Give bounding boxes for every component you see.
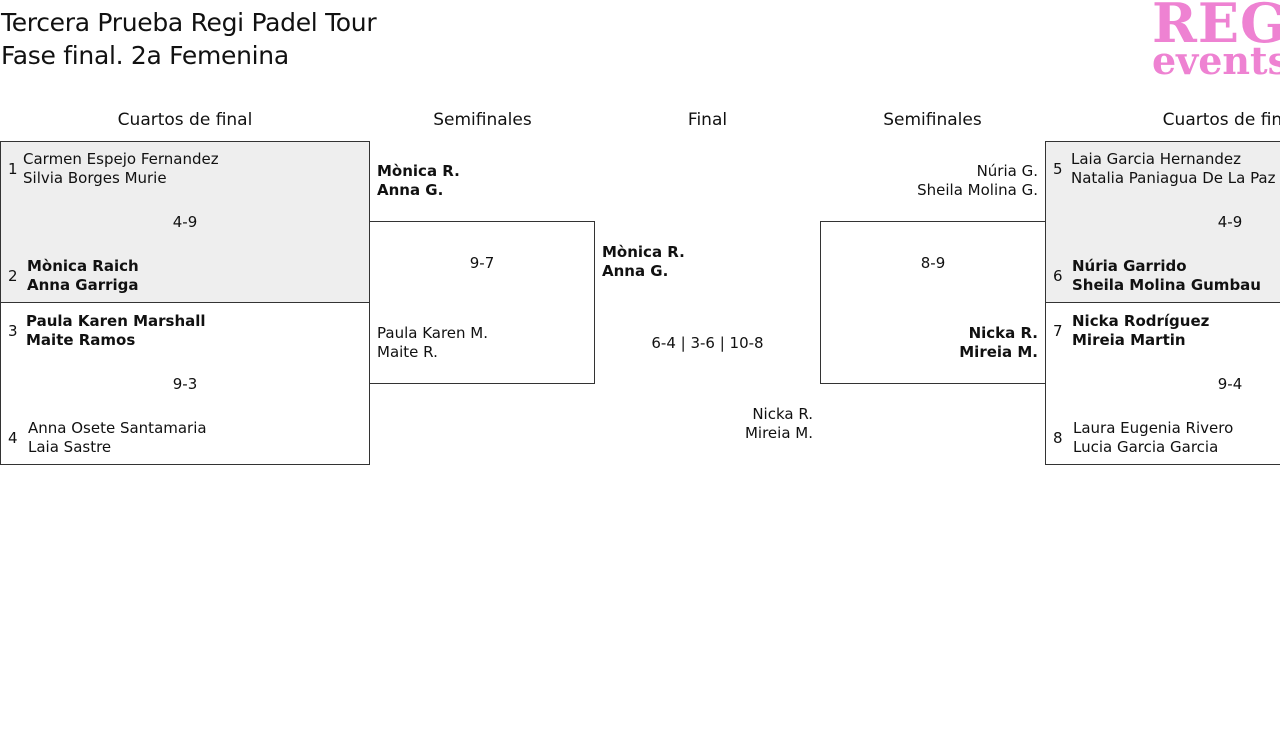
- seed-number: 7: [1053, 322, 1063, 340]
- player-name: Paula Karen M.: [377, 324, 489, 342]
- player-name: Mireia M.: [959, 343, 1038, 361]
- seed-number: 8: [1053, 429, 1063, 447]
- player-name: Núria Garrido: [1072, 257, 1187, 275]
- seed-number: 2: [8, 267, 18, 285]
- player-name: Sheila Molina G.: [917, 181, 1038, 199]
- seed-number: 5: [1053, 160, 1063, 178]
- match-score: 4-9: [1217, 213, 1243, 231]
- match-score: 8-9: [920, 254, 946, 272]
- seed-number: 1: [8, 160, 18, 178]
- final-score: 6-4 | 3-6 | 10-8: [651, 334, 764, 352]
- regi-events-logo: REGI events: [1152, 0, 1280, 80]
- team-pair-winner: Mònica Raich Anna Garriga: [27, 257, 139, 295]
- semifinal-right-team-a: Núria G. Sheila Molina G.: [840, 162, 1038, 200]
- team-pair: Laia Garcia Hernandez Natalia Paniagua D…: [1071, 150, 1276, 188]
- player-name: Nicka R.: [968, 324, 1038, 342]
- round-header-final: Final: [687, 110, 728, 130]
- round-header-left-quarters: Cuartos de final: [117, 110, 253, 130]
- player-name: Laura Eugenia Rivero: [1073, 419, 1234, 437]
- final-team-b: Nicka R. Mireia M.: [640, 405, 813, 443]
- player-name: Mireia Martin: [1072, 331, 1186, 349]
- seed-number: 3: [8, 322, 18, 340]
- player-name: Mònica R.: [602, 243, 685, 261]
- player-name: Anna G.: [602, 262, 669, 280]
- player-name: Paula Karen Marshall: [26, 312, 206, 330]
- logo-text-events: events: [1152, 38, 1280, 83]
- team-pair-winner: Nicka Rodríguez Mireia Martin: [1072, 312, 1209, 350]
- player-name: Sheila Molina Gumbau: [1072, 276, 1261, 294]
- player-name: Natalia Paniagua De La Paz: [1071, 169, 1276, 187]
- player-name: Anna G.: [377, 181, 444, 199]
- final-team-a: Mònica R. Anna G.: [602, 243, 685, 281]
- round-header-right-quarters: Cuartos de final: [1162, 110, 1280, 130]
- player-name: Mònica Raich: [27, 257, 139, 275]
- semifinal-right-team-b: Nicka R. Mireia M.: [841, 324, 1038, 362]
- round-header-left-semis: Semifinales: [433, 110, 532, 130]
- player-name: Mireia M.: [744, 424, 813, 442]
- match-score: 9-3: [172, 375, 198, 393]
- logo-text-regi: REGI: [1152, 0, 1280, 55]
- quarterfinal-match-3: 5 Laia Garcia Hernandez Natalia Paniagua…: [1045, 141, 1280, 303]
- player-name: Nicka Rodríguez: [1072, 312, 1210, 330]
- player-name: Anna Osete Santamaria: [28, 419, 207, 437]
- match-score: 4-9: [172, 213, 198, 231]
- match-score: 9-4: [1217, 375, 1243, 393]
- match-score: 9-7: [469, 254, 495, 272]
- player-name: Carmen Espejo Fernandez: [23, 150, 219, 168]
- team-pair: Laura Eugenia Rivero Lucia Garcia Garcia: [1073, 419, 1233, 457]
- player-name: Núria G.: [976, 162, 1038, 180]
- player-name: Mònica R.: [377, 162, 460, 180]
- seed-number: 4: [8, 429, 18, 447]
- player-name: Nicka R.: [752, 405, 813, 423]
- player-name: Anna Garriga: [27, 276, 139, 294]
- semifinal-match-left: 9-7 Paula Karen M. Maite R.: [369, 221, 595, 384]
- seed-number: 6: [1053, 267, 1063, 285]
- team-pair-winner: Núria Garrido Sheila Molina Gumbau: [1072, 257, 1261, 295]
- player-name: Silvia Borges Murie: [23, 169, 167, 187]
- round-header-right-semis: Semifinales: [883, 110, 982, 130]
- team-pair-winner: Paula Karen Marshall Maite Ramos: [26, 312, 206, 350]
- quarterfinal-match-4: 7 Nicka Rodríguez Mireia Martin 9-4 8 La…: [1045, 302, 1280, 465]
- quarterfinal-match-1: 1 Carmen Espejo Fernandez Silvia Borges …: [0, 141, 370, 303]
- player-name: Maite R.: [377, 343, 438, 361]
- player-name: Laia Garcia Hernandez: [1071, 150, 1241, 168]
- semifinal-left-team-b: Paula Karen M. Maite R.: [377, 324, 488, 362]
- semifinal-match-right: 8-9 Nicka R. Mireia M.: [820, 221, 1046, 384]
- page-subtitle: Fase final. 2a Femenina: [1, 41, 289, 70]
- page-title: Tercera Prueba Regi Padel Tour: [1, 8, 377, 37]
- team-pair: Carmen Espejo Fernandez Silvia Borges Mu…: [23, 150, 219, 188]
- semifinal-left-team-a: Mònica R. Anna G.: [377, 162, 460, 200]
- player-name: Lucia Garcia Garcia: [1073, 438, 1219, 456]
- team-pair: Anna Osete Santamaria Laia Sastre: [28, 419, 207, 457]
- player-name: Maite Ramos: [26, 331, 136, 349]
- player-name: Laia Sastre: [28, 438, 112, 456]
- quarterfinal-match-2: 3 Paula Karen Marshall Maite Ramos 9-3 4…: [0, 302, 370, 465]
